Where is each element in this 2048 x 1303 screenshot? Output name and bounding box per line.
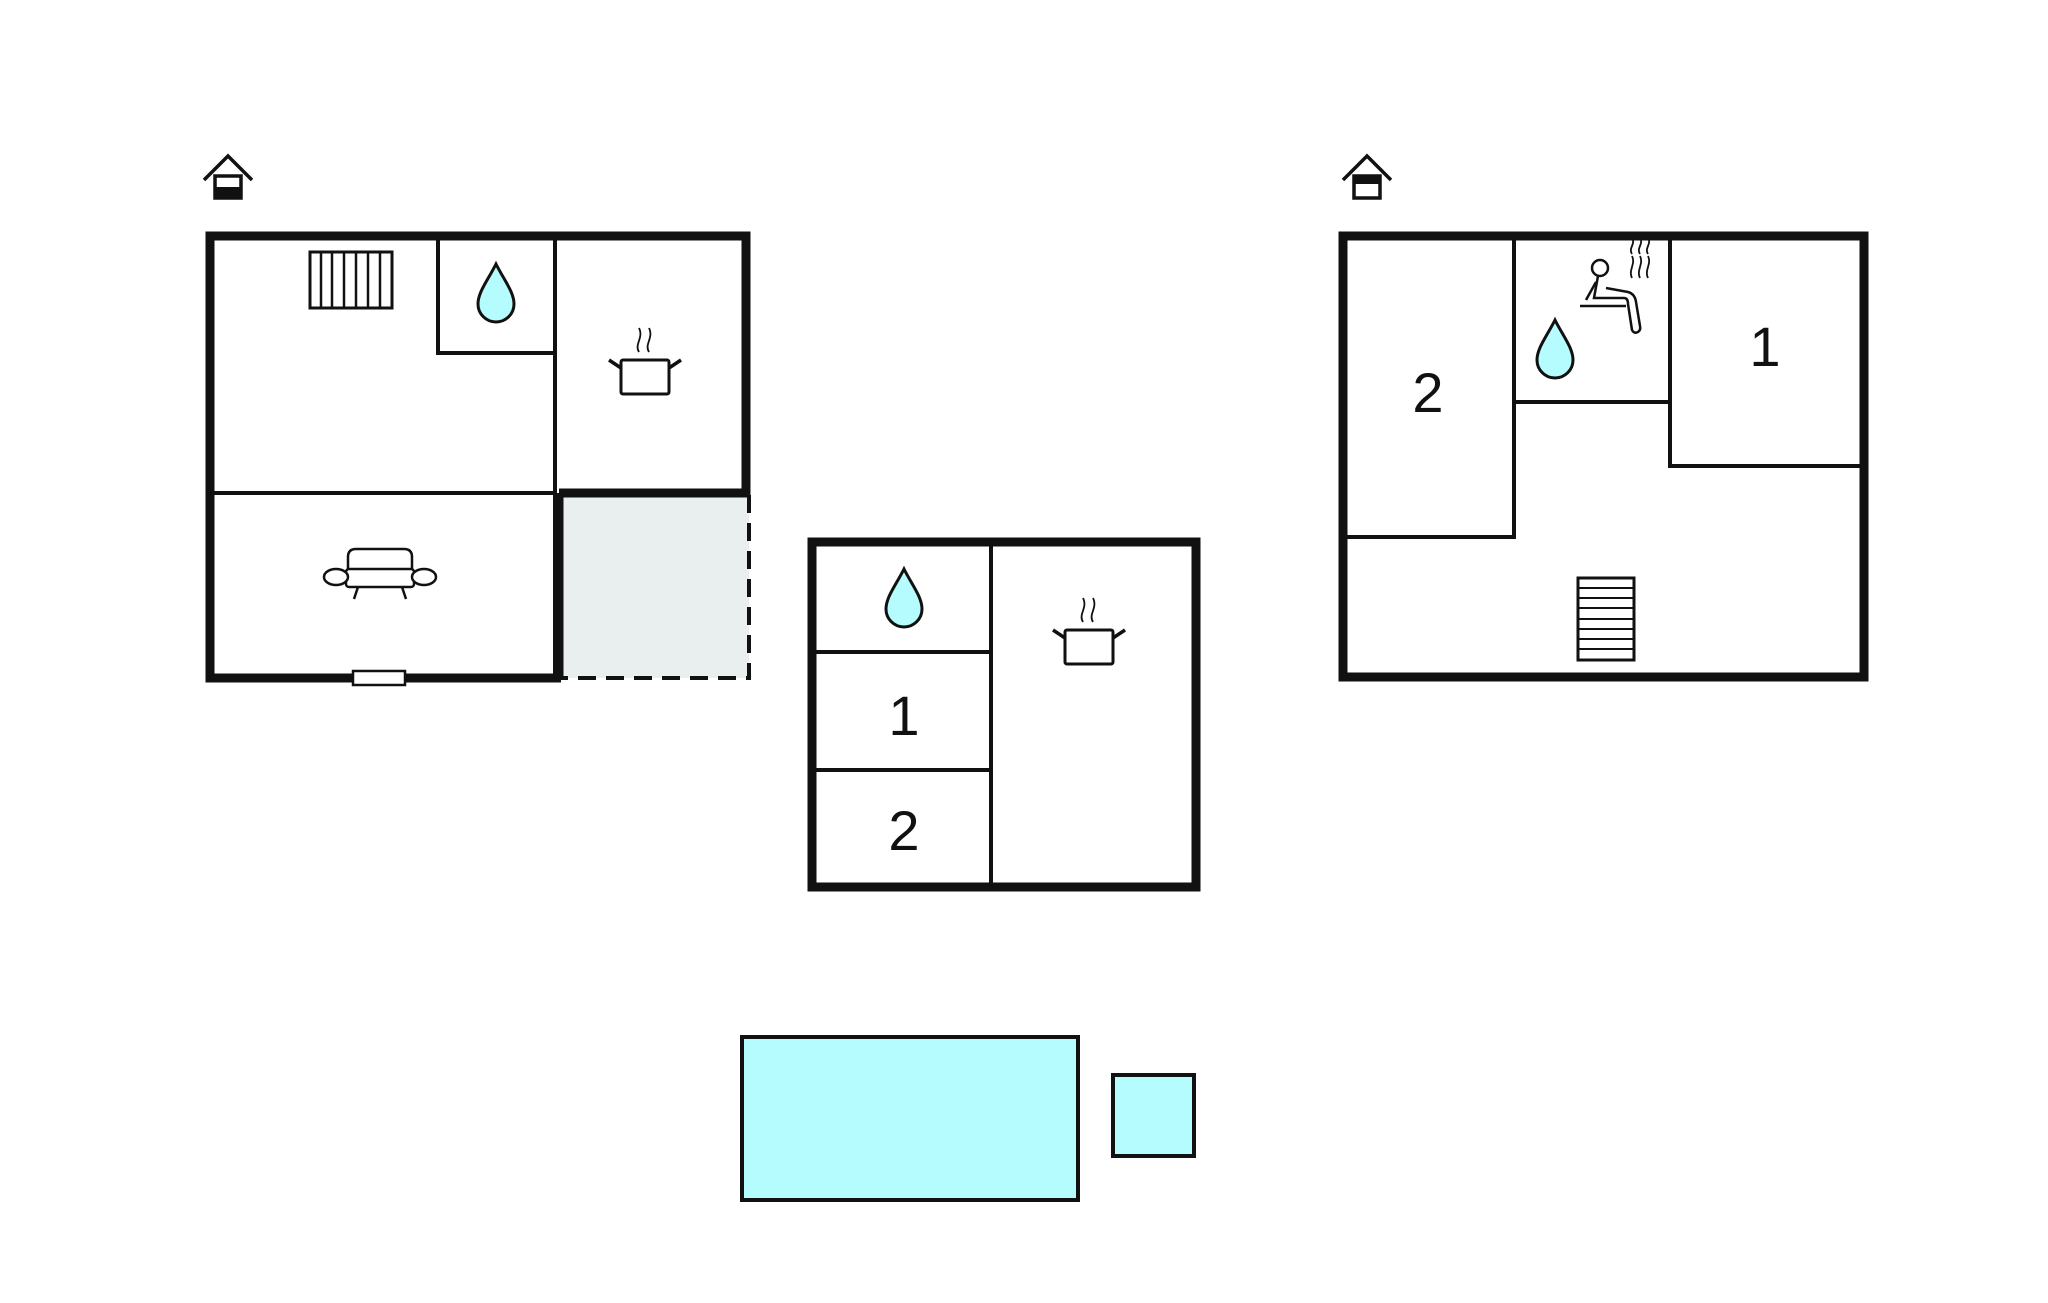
ground-floor-level-icon (202, 153, 254, 200)
water-drop-icon (1535, 316, 1575, 380)
room-number-1: 1 (1749, 315, 1780, 378)
upper-floor-level-icon (1341, 153, 1393, 200)
room-number-2: 2 (888, 799, 919, 862)
stairs-icon (1576, 576, 1636, 662)
building-a (202, 153, 751, 687)
radiator-icon (308, 250, 394, 310)
terrace-area (561, 495, 749, 678)
cooking-pot-icon (1052, 597, 1126, 666)
swimming-pool (740, 1035, 1080, 1202)
sauna-icon (1580, 237, 1651, 334)
building-c-outer-wall (1338, 231, 1869, 682)
room-number-2: 2 (1412, 361, 1443, 424)
terrace-dashed-edge (561, 495, 751, 680)
water-drop-icon (476, 260, 516, 324)
sauna-bath-wall (1514, 236, 1672, 404)
bedroom-1-wall (1668, 402, 1864, 468)
building-b-outer-wall (807, 537, 1201, 892)
door-icon (351, 669, 407, 687)
water-drop-icon (884, 565, 924, 629)
sofa-icon (322, 547, 438, 600)
building-b: 1 2 (807, 537, 1201, 892)
room-number-1: 1 (888, 684, 919, 747)
cooking-pot-icon (608, 327, 682, 396)
building-a-outer-wall (205, 231, 751, 683)
small-pool (1111, 1073, 1196, 1158)
building-c: 2 1 (1338, 153, 1869, 682)
bathroom-wall (436, 236, 555, 355)
bedroom-2-wall (1343, 236, 1516, 539)
